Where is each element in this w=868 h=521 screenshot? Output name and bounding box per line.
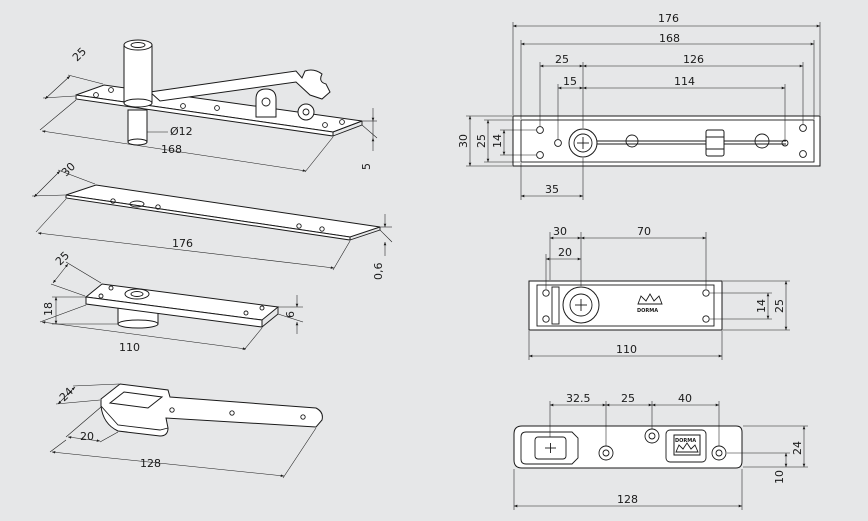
dorma-logo: DORMA (637, 293, 663, 314)
bottom-top-dim-70: 70 (637, 225, 651, 238)
pivot-top-bracket (705, 129, 725, 157)
bottom-top-dim-110: 110 (616, 343, 637, 356)
pivot-dim-diam-12: Ø12 (170, 125, 193, 138)
top-dim-25: 25 (555, 53, 569, 66)
top-dim-15: 15 (563, 75, 577, 88)
bottom-brand-label: DORMA (637, 308, 658, 314)
bottom-top-dim-14: 14 (755, 299, 768, 313)
top-dim-14: 14 (491, 134, 504, 148)
flat-plate-iso-view: 30 176 0,6 (31, 160, 393, 281)
pivot-bracket (255, 88, 277, 118)
top-dim-168: 168 (659, 32, 680, 45)
bottom-top-dim-20: 20 (558, 246, 572, 259)
top-dim-25-v: 25 (475, 134, 488, 148)
top-dim-35: 35 (545, 183, 559, 196)
bottom-dim-110: 110 (119, 341, 140, 354)
top-dim-114: 114 (674, 75, 695, 88)
arm-top-dim-25: 25 (621, 392, 635, 405)
arm-iso-view: 24 20 128 (49, 383, 323, 479)
pivot-iso-view: 25 168 Ø12 5 (39, 39, 378, 173)
arm-socket-recess (108, 391, 164, 409)
arm-dim-128: 128 (140, 457, 161, 470)
arm-top-dim-24: 24 (791, 441, 804, 455)
plate-dim-176: 176 (172, 237, 193, 250)
bottom-dim-6: 6 (284, 311, 297, 318)
pivot-dim-5: 5 (360, 163, 373, 170)
bottom-plate-iso-view: 25 18 6 110 (39, 249, 304, 354)
arm-top-dim-128: 128 (617, 493, 638, 506)
top-dim-126: 126 (683, 53, 704, 66)
arm-dorma-logo: DORMA (673, 434, 701, 456)
top-dim-30: 30 (457, 134, 470, 148)
pivot-shaft (127, 109, 148, 143)
pivot-dim-168: 168 (161, 143, 182, 156)
bottom-top-dim-30: 30 (553, 225, 567, 238)
arm-dim-20: 20 (80, 430, 94, 443)
pivot-cylinder (123, 44, 153, 104)
bottom-dim-18: 18 (42, 302, 55, 316)
arm-top-dim-10: 10 (773, 470, 786, 484)
plate-dim-0-6: 0,6 (372, 263, 385, 281)
top-dim-176: 176 (658, 12, 679, 25)
arm-top-dim-40: 40 (678, 392, 692, 405)
pivot-arm (148, 69, 331, 102)
bottom-plate-outline (528, 280, 723, 331)
arm-top-dim-32-5: 32.5 (566, 392, 591, 405)
arm-brand-label: DORMA (675, 438, 696, 444)
pivot-top-view: 176 168 25 126 15 114 30 25 14 35 (457, 12, 821, 200)
arm-roller (297, 103, 315, 121)
bottom-top-dim-25: 25 (773, 299, 786, 313)
arm-top-view: DORMA 32.5 25 40 24 10 128 (513, 392, 808, 510)
bottom-plate-top-view: DORMA 30 70 20 14 25 110 (528, 225, 790, 360)
